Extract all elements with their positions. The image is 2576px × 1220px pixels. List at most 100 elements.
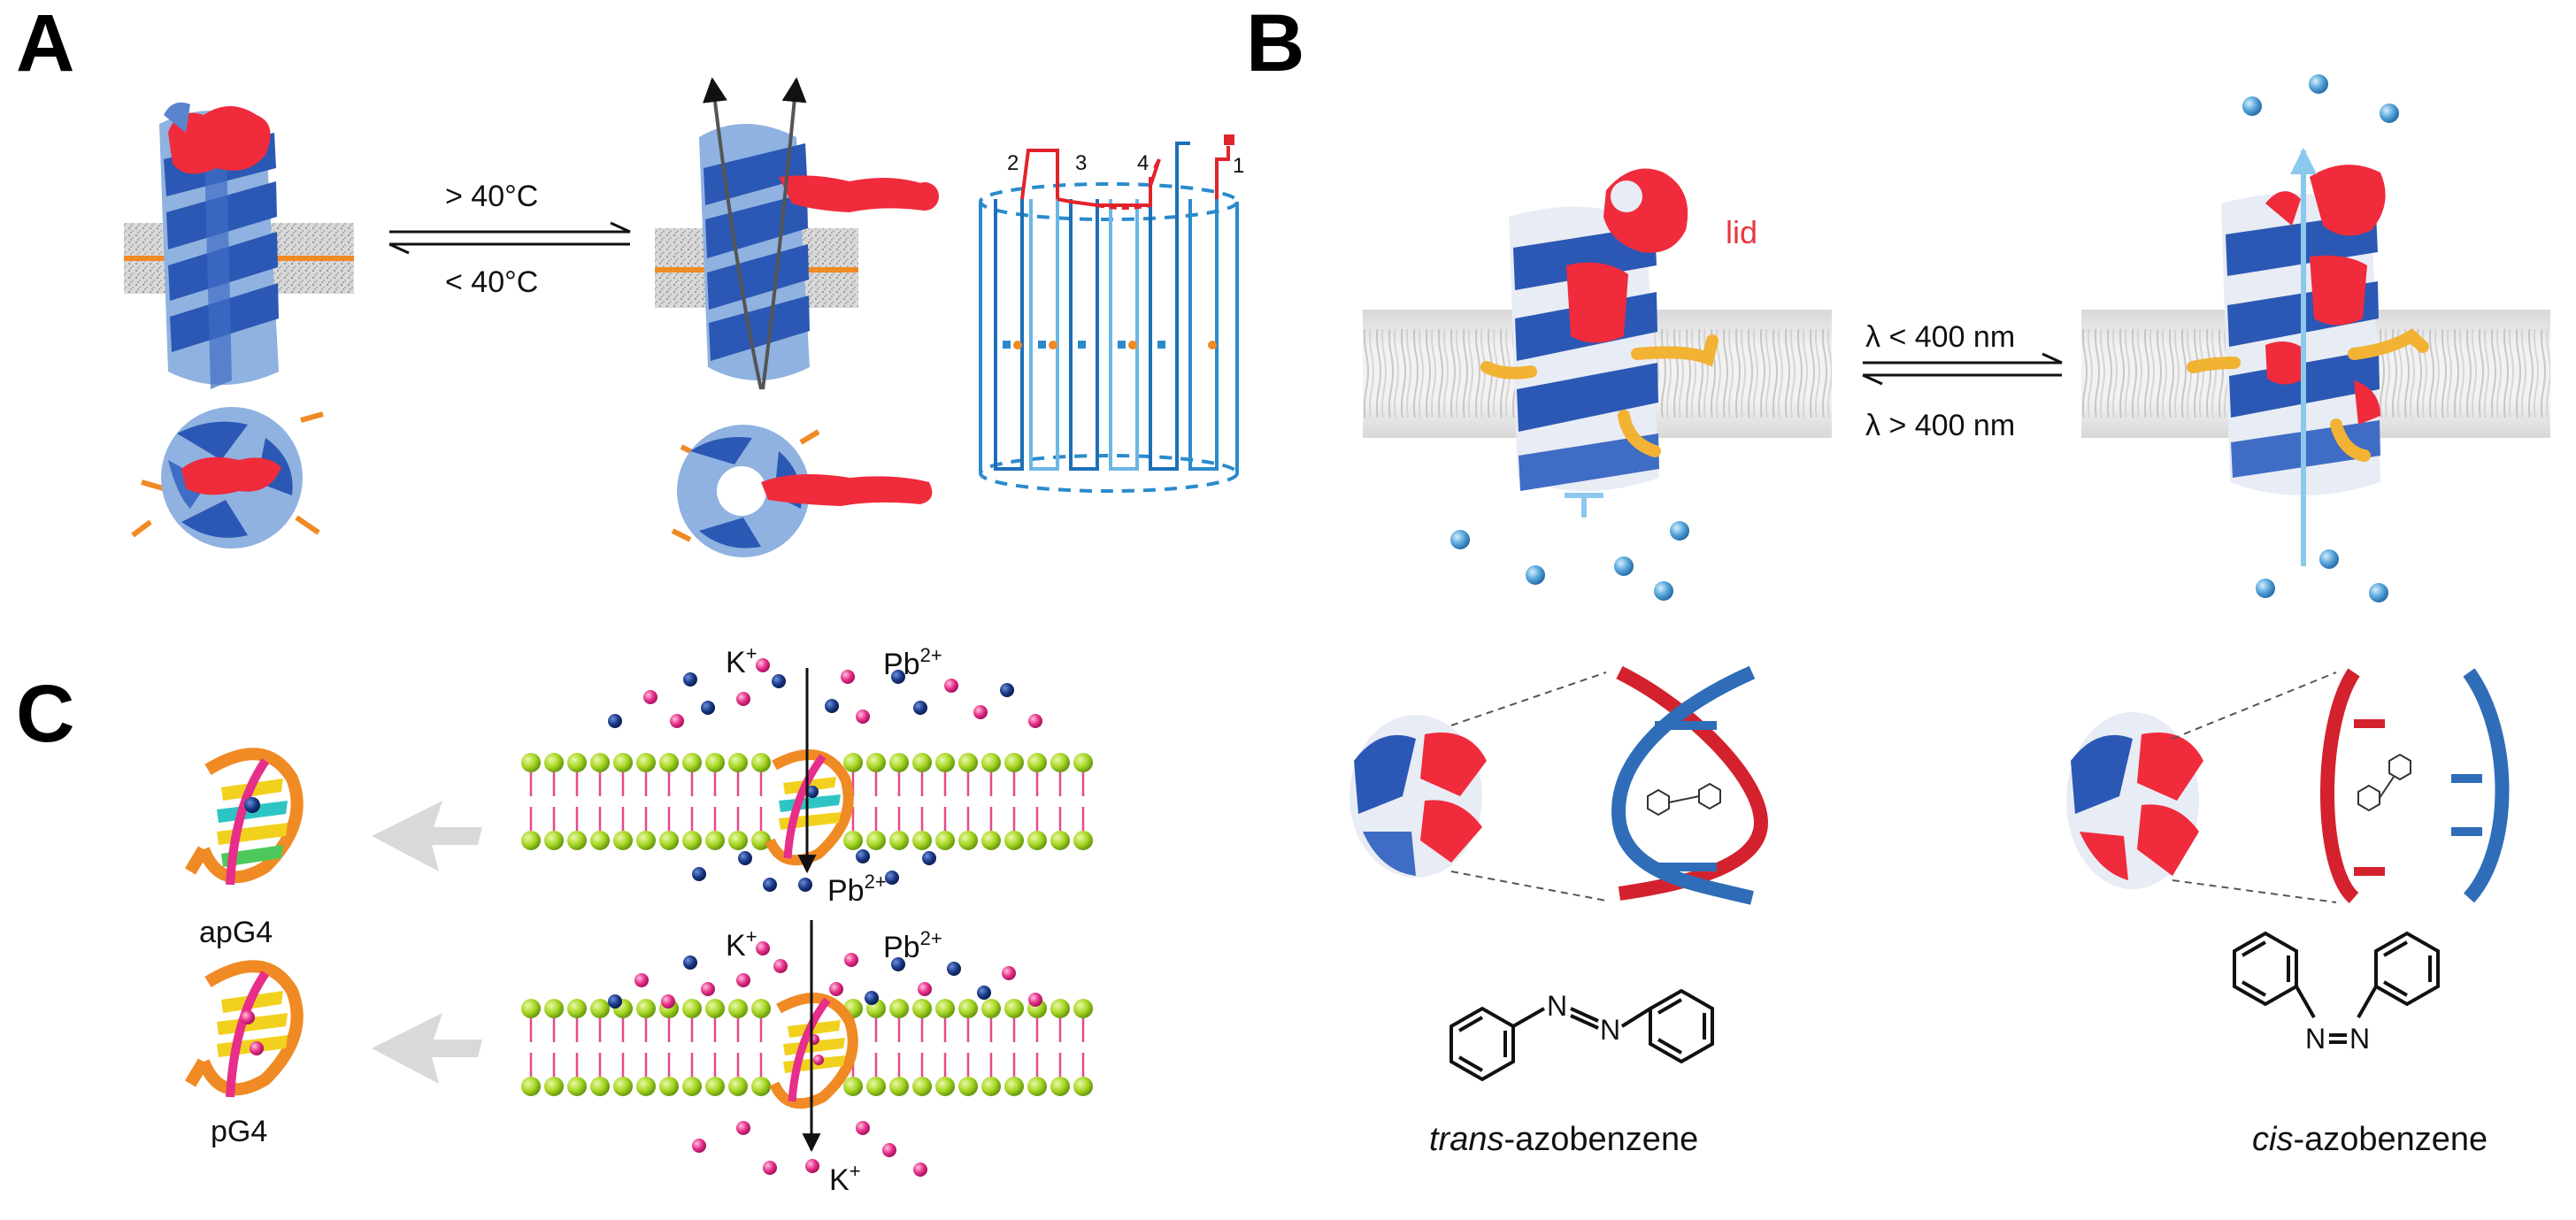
lipid-head	[705, 1077, 725, 1096]
helix-topology-schematic: 2 3 4 1	[979, 134, 1244, 493]
lipid-head	[659, 1077, 679, 1096]
pb-ion-symbol-below: Pb	[827, 874, 865, 908]
lipid-head	[981, 831, 1001, 850]
ions-bottom-panel	[608, 941, 1042, 1177]
lipid-head	[1027, 831, 1047, 850]
cis-azobenzene-structure: N N	[2233, 931, 2440, 1055]
channel-closed-side-view	[124, 102, 354, 389]
lipid-head	[682, 999, 702, 1018]
condition-above-40c: > 40°C	[445, 180, 538, 213]
apg4-in-membrane	[765, 668, 854, 874]
lipid-head	[567, 831, 587, 850]
cis-top-view	[2066, 671, 2337, 903]
svg-text:N: N	[1600, 1014, 1620, 1046]
pb-ion-label-below: Pb2+	[827, 871, 887, 908]
condition-below-400nm: λ < 400 nm	[1865, 320, 2015, 354]
lipid-head	[613, 831, 633, 850]
k-ion-symbol: K	[726, 646, 746, 679]
ions-open-channel	[2242, 74, 2399, 602]
lipid-head	[866, 831, 886, 850]
lipid-head	[912, 1077, 932, 1096]
cis-azobenzene-label: cis-azobenzene	[2252, 1121, 2488, 1158]
pb-ion-charge-below: 2+	[865, 871, 887, 893]
trans-azobenzene-structure: N N	[1449, 988, 1714, 1082]
k-ion-label-below: K+	[829, 1160, 861, 1197]
pg4-quadruplex: pG4	[184, 960, 304, 1148]
pb-ion-label-top: Pb2+	[883, 644, 942, 681]
helix-number-3: 3	[1075, 151, 1087, 175]
lipid-head	[935, 831, 955, 850]
lipid-head	[843, 831, 863, 850]
trans-top-view	[1350, 671, 1607, 902]
lipid-head	[636, 831, 656, 850]
lipid-head	[1073, 831, 1093, 850]
lipid-head	[613, 753, 633, 772]
pg4-in-membrane	[769, 920, 858, 1153]
light-equilibrium-arrows: λ < 400 nm λ > 400 nm	[1862, 320, 2063, 442]
lipid-head	[544, 753, 564, 772]
bilayer-top	[521, 753, 1093, 850]
lipid-head	[1073, 1077, 1093, 1096]
lipid-head	[751, 1077, 771, 1096]
lipid-head	[912, 999, 932, 1018]
pb-ion-symbol-2: Pb	[883, 931, 920, 964]
lipid-head	[1050, 999, 1070, 1018]
lipid-head	[751, 999, 771, 1018]
lid-label: lid	[1726, 214, 1757, 250]
lipid-head	[1004, 999, 1024, 1018]
pb-ion-label-bottom-top: Pb2+	[883, 927, 942, 964]
lipid-head	[981, 999, 1001, 1018]
helix-number-2: 2	[1007, 151, 1019, 175]
lipid-head	[981, 753, 1001, 772]
lipid-head	[728, 999, 748, 1018]
condition-above-400nm: λ > 400 nm	[1865, 409, 2015, 442]
k-ion-charge-2: +	[746, 925, 757, 948]
pg4-label: pG4	[211, 1115, 267, 1148]
pb-ion-charge-2: 2+	[920, 927, 942, 949]
lipid-head	[1004, 1077, 1024, 1096]
k-ion-charge-below: +	[850, 1160, 861, 1182]
lipid-head	[659, 831, 679, 850]
lipid-head	[636, 999, 656, 1018]
k-ion-label-top: K+	[726, 642, 757, 679]
panel-letter-b: B	[1246, 0, 1304, 88]
lipid-head	[590, 831, 610, 850]
svg-text:N: N	[2305, 1023, 2326, 1055]
cis-prefix: cis	[2252, 1121, 2293, 1158]
lipid-head	[958, 999, 978, 1018]
lipid-head	[544, 1077, 564, 1096]
lipid-head	[751, 831, 771, 850]
helix-number-1: 1	[1233, 154, 1244, 178]
lipid-head	[935, 999, 955, 1018]
lipid-head	[1050, 1077, 1070, 1096]
lipid-head	[751, 753, 771, 772]
panel-letter-c: C	[16, 669, 74, 759]
lipid-head	[521, 753, 541, 772]
svg-text:N: N	[2349, 1023, 2370, 1055]
panel-letter-a: A	[16, 0, 74, 88]
panel-c: apG4 pG4	[184, 642, 1093, 1197]
lipid-head	[682, 1077, 702, 1096]
arrow-pg4-to-membrane	[372, 1013, 482, 1084]
lipid-head	[590, 999, 610, 1018]
lipid-head	[1073, 753, 1093, 772]
lipid-head	[613, 1077, 633, 1096]
k-ion-charge: +	[746, 642, 757, 664]
channel-closed-top-view	[131, 407, 324, 549]
lipid-head	[889, 1077, 909, 1096]
lipid-head	[935, 1077, 955, 1096]
panel-b: lid λ < 400 nm λ > 400 nm	[1350, 74, 2550, 1158]
lipid-head	[521, 1077, 541, 1096]
lipid-head	[1027, 1077, 1047, 1096]
svg-text:N: N	[1547, 990, 1567, 1022]
lipid-head	[889, 999, 909, 1018]
lipid-head	[705, 999, 725, 1018]
lipid-head	[636, 1077, 656, 1096]
lipid-head	[659, 753, 679, 772]
cis-suffix: -azobenzene	[2293, 1121, 2488, 1158]
lipid-head	[889, 831, 909, 850]
lipid-head	[866, 753, 886, 772]
lipid-head	[866, 1077, 886, 1096]
ions-top-panel	[608, 658, 1042, 892]
lipid-head	[1004, 753, 1024, 772]
